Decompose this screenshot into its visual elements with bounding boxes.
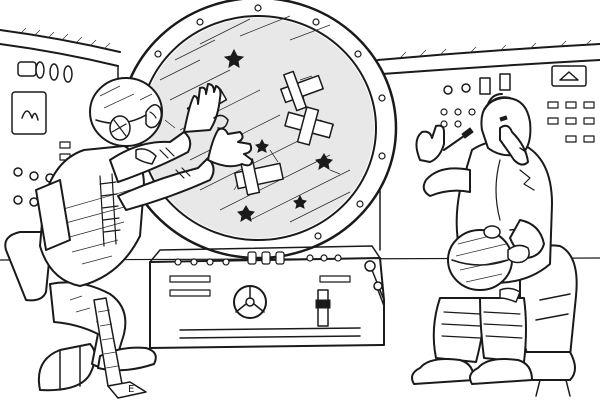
main-console: [149, 245, 385, 349]
console-lever: [364, 260, 385, 307]
left-wall-panel: [11, 61, 73, 207]
right-seat: [518, 244, 578, 397]
porthole: [118, 0, 398, 260]
printout-mark: E: [128, 384, 134, 395]
right-head: [480, 93, 532, 166]
astronaut-at-porthole: E: [4, 77, 253, 399]
right-helmet-on-lap: [447, 225, 525, 303]
console-indicators: [169, 251, 351, 297]
left-helmet: [89, 77, 163, 165]
slider-control: [315, 289, 331, 327]
printout-strip: E: [93, 297, 147, 399]
astronaut-seated-with-helmet: [411, 93, 578, 397]
right-wall-panel: [440, 65, 595, 143]
gloves: [183, 83, 253, 168]
steering-wheel: [233, 285, 267, 319]
